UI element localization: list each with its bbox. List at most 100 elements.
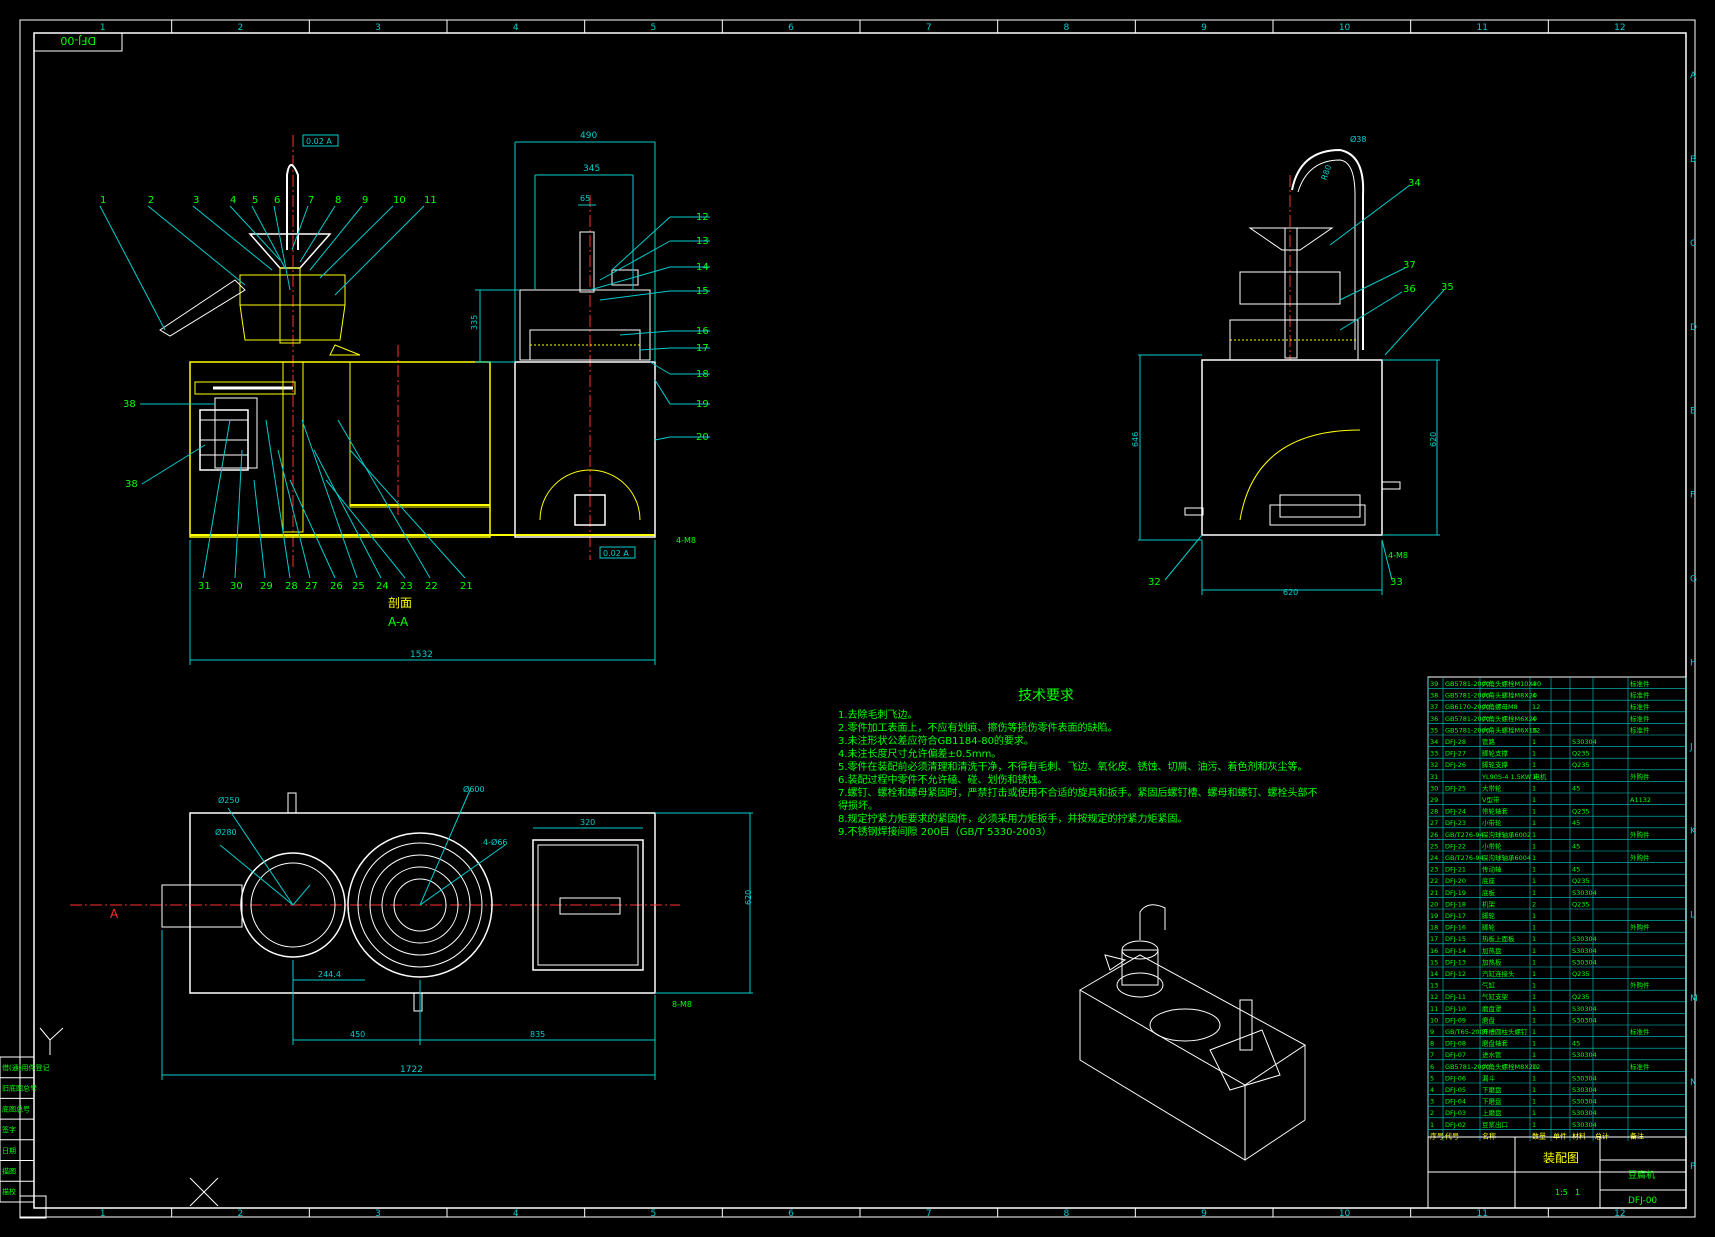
bom-cell: 六角头螺栓M10X30	[1482, 679, 1541, 688]
bom-cell: 4	[1532, 680, 1536, 688]
section-callout-25: 25	[352, 581, 365, 592]
bom-cell: DFJ-26	[1445, 761, 1466, 769]
bom-cell: 1	[1532, 796, 1536, 804]
bom-cell: S30304	[1572, 738, 1597, 746]
bom-cell: 1	[1532, 750, 1536, 758]
bom-cell: 1	[1532, 784, 1536, 792]
bom-cell: 脚轮支撑	[1482, 760, 1509, 769]
grid-col-top-12: 12	[1614, 23, 1625, 33]
bom-cell: 1	[1532, 808, 1536, 816]
plan-hole-note: 8-M8	[672, 1000, 692, 1009]
drawing-code-top: DFJ-00	[60, 34, 96, 47]
bom-cell: 标准件	[1630, 702, 1650, 711]
grid-col-bottom-1: 1	[100, 1209, 106, 1219]
bom-cell: DFJ-13	[1445, 958, 1466, 966]
section-dim-height: 335	[470, 315, 479, 330]
bom-cell: 漏斗	[1482, 1073, 1496, 1082]
bom-cell: 深沟球轴承6002	[1482, 830, 1531, 839]
section-title: 剖面	[388, 596, 412, 610]
bom-cell: DFJ-17	[1445, 912, 1466, 920]
grid-row-L: L	[1690, 910, 1695, 920]
grid-col-bottom-3: 3	[375, 1209, 381, 1219]
bom-cell: 25	[1430, 842, 1438, 850]
bom-cell: 32	[1532, 726, 1540, 734]
bom-cell: S30304	[1572, 958, 1597, 966]
bom-cell: 1	[1532, 831, 1536, 839]
bom-header-cell: 材料	[1572, 1131, 1586, 1140]
plan-dim-320: 320	[580, 818, 595, 827]
bom-cell: 45	[1572, 819, 1580, 827]
bom-cell: 1	[1532, 773, 1536, 781]
section-callout-30: 30	[230, 581, 243, 592]
bom-cell: DFJ-21	[1445, 866, 1466, 874]
grid-col-top-3: 3	[375, 23, 381, 33]
bom-cell: 磨盘	[1482, 1015, 1496, 1024]
bom-cell: 外购件	[1630, 853, 1650, 862]
bom-cell: GB6170-2000	[1445, 703, 1490, 711]
bom-cell: S30304	[1572, 1086, 1597, 1094]
bom-cell: DFJ-12	[1445, 970, 1466, 978]
side-dim-dia: Ø38	[1350, 134, 1366, 144]
tech-line-7: 7.螺钉、螺栓和螺母紧固时，严禁打击或使用不合适的旋具和扳手。紧固后螺钉槽、螺母…	[838, 786, 1318, 799]
bom-cell: 1	[1532, 993, 1536, 1001]
section-callout-5: 5	[252, 195, 258, 206]
bom-cell: 1	[1532, 1074, 1536, 1082]
grid-col-top-10: 10	[1339, 23, 1351, 33]
bom-cell: 11	[1430, 1005, 1438, 1013]
bom-cell: 17	[1430, 935, 1438, 943]
bom-cell: DFJ-10	[1445, 1005, 1466, 1013]
bom-cell: 下磨盘	[1482, 1085, 1502, 1094]
bom-cell: 1	[1532, 842, 1536, 850]
bom-cell: 39	[1430, 680, 1438, 688]
grid-row-C: C	[1690, 239, 1696, 249]
left-strip-label: 描校	[2, 1187, 16, 1196]
bom-cell: 1	[1532, 1040, 1536, 1048]
bom-cell: GB5781-2000	[1445, 680, 1490, 688]
grid-col-top-4: 4	[513, 23, 519, 33]
bom-cell: 1	[1532, 1016, 1536, 1024]
bom-cell: 1	[1532, 866, 1536, 874]
bom-cell: 2	[1430, 1109, 1434, 1117]
bom-cell: 外购件	[1630, 981, 1650, 990]
bom-cell: 1	[1532, 1005, 1536, 1013]
section-dim-inner-width: 345	[583, 164, 600, 174]
bom-cell: 20	[1430, 900, 1438, 908]
grid-row-K: K	[1690, 826, 1697, 836]
bom-cell: 28	[1430, 808, 1438, 816]
bom-cell: 15	[1430, 958, 1438, 966]
section-callout-left-2: 38	[125, 479, 138, 490]
bom-cell: 45	[1572, 1040, 1580, 1048]
bom-cell: 1	[1532, 1086, 1536, 1094]
bom-cell: 12	[1430, 993, 1438, 1001]
bom-cell: 小带轮	[1482, 818, 1502, 827]
bom-cell: S30304	[1572, 1005, 1597, 1013]
side-callout-37: 37	[1403, 260, 1416, 271]
bom-cell: 14	[1430, 970, 1438, 978]
plan-dim-4466: 4-Ø66	[483, 837, 507, 847]
bom-cell: DFJ-06	[1445, 1074, 1466, 1082]
grid-col-bottom-4: 4	[513, 1209, 519, 1219]
bom-cell: 24	[1430, 854, 1438, 862]
bom-cell: 磨盘罩	[1482, 1004, 1502, 1013]
section-callout-29: 29	[260, 581, 273, 592]
plan-dim-244: 244.4	[318, 970, 341, 979]
bom-cell: 标准件	[1630, 1062, 1650, 1071]
bom-cell: 36	[1430, 715, 1438, 723]
section-callout-6: 6	[274, 195, 280, 206]
left-strip-label: 借(通)用件登记	[2, 1063, 49, 1072]
section-callout-9: 9	[362, 195, 368, 206]
bom-cell: 8	[1430, 1040, 1434, 1048]
bom-cell: 传动轴	[1482, 865, 1502, 874]
section-callout-3: 3	[193, 195, 199, 206]
grid-row-P: P	[1690, 1162, 1696, 1172]
grid-col-bottom-8: 8	[1064, 1209, 1070, 1219]
bom-cell: 1	[1532, 1098, 1536, 1106]
bom-cell: DFJ-04	[1445, 1098, 1466, 1106]
plan-dim-d250: Ø250	[218, 795, 240, 805]
bom-cell: 标准件	[1630, 691, 1650, 700]
bom-cell: DFJ-27	[1445, 750, 1466, 758]
bom-cell: 3	[1430, 1098, 1434, 1106]
bom-cell: S30304	[1572, 935, 1597, 943]
left-strip-label: 签字	[2, 1125, 16, 1134]
